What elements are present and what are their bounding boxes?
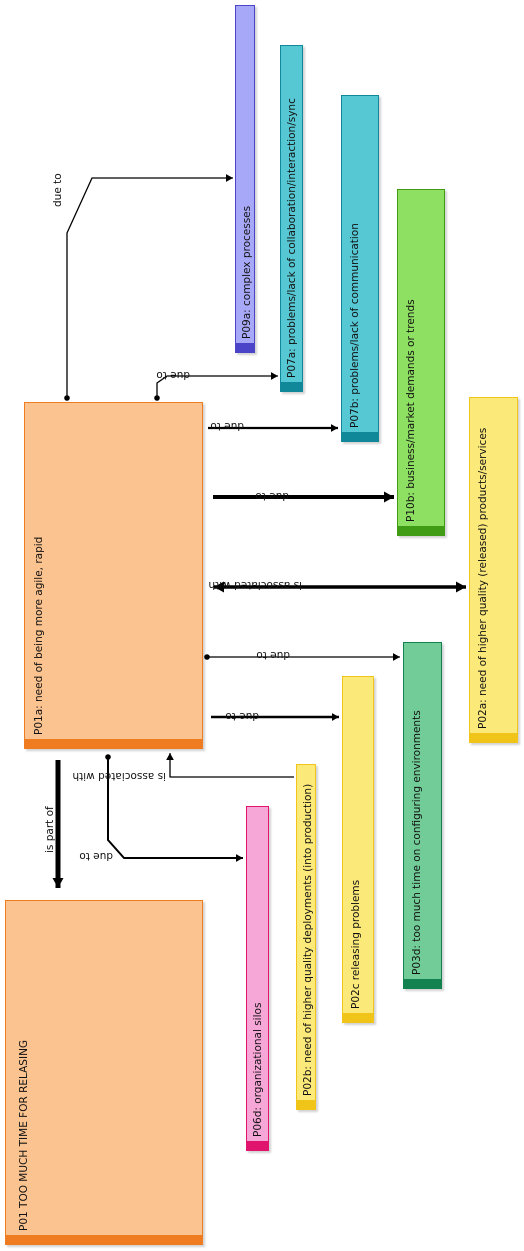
edge-p01a-p06d [107,757,243,859]
edge-p01a-p02a-start-arrowhead [214,581,224,593]
node-p03d-accent-bar [404,979,441,988]
node-p06d-label: P06d: organizational silos [252,1002,264,1137]
node-p02b-accent-bar [297,1100,315,1109]
edge-label-p07a: due to [156,369,190,381]
edge-label-p07b: due to [210,420,244,432]
node-p01a: P01a: need of being more agile, rapid [24,402,203,749]
node-p01-label: P01 TOO MUCH TIME FOR RELASING [18,1039,30,1231]
edge-p01a-p10b-arrowhead [384,491,394,503]
edge-p01a-p06d-origin-dot [105,754,111,760]
node-p02c-accent-bar [343,1013,373,1022]
node-p02a-accent-bar [470,733,517,742]
edge-label-p01: is part of [44,806,56,853]
node-p02b: P02b: need of higher quality deployments… [296,764,316,1110]
edge-p01a-p09a [66,177,233,398]
node-p01a-label: P01a: need of being more agile, rapid [33,536,45,735]
edge-p02b-p01a-arrowhead [166,753,174,760]
edge-p01a-p03d-arrowhead [393,653,400,661]
edge-p01a-p03d-origin-dot [204,654,210,660]
edge-label-p02c: due to [225,710,259,722]
node-p06d-accent-bar [247,1141,268,1150]
edge-label-p02b: is associated with [72,770,166,782]
edge-p01a-p02c-arrowhead [332,713,339,721]
node-p07a-label: P07a: problems/lack of collaboration/int… [286,98,298,378]
edge-p01a-p02a-arrowhead [456,581,466,593]
node-p01: P01 TOO MUCH TIME FOR RELASING [5,900,203,1245]
node-p09a-label: P09a: complex processes [241,205,253,339]
edge-label-p10b: due to [255,490,289,502]
node-p02c: P02c releasing problems [342,676,374,1023]
node-p10b: P10b: business/market demands or trends [397,189,445,536]
edge-p01a-p09a-origin-dot [64,395,70,401]
node-p03d: P03d: too much time on configuring envir… [403,642,442,989]
node-p02b-label: P02b: need of higher quality deployments… [302,783,314,1096]
node-p10b-label: P10b: business/market demands or trends [405,299,417,522]
edge-p01a-p07a [156,375,278,398]
edge-p01a-p07a-arrowhead [271,372,278,380]
node-p06d: P06d: organizational silos [246,806,269,1151]
node-p10b-accent-bar [398,526,444,535]
node-p07b-accent-bar [342,432,378,441]
node-p07b-label: P07b: problems/lack of communication [349,223,361,428]
edge-p01a-p07b-arrowhead [331,424,338,432]
edge-label-p09a: due to [52,173,64,207]
edge-p01a-p07a-origin-dot [154,395,160,401]
edge-label-p03d: due to [256,649,290,661]
edge-p01a-p09a-arrowhead [226,174,233,182]
edge-label-p06d: due to [79,850,113,862]
node-p07a: P07a: problems/lack of collaboration/int… [280,45,303,392]
node-p07b: P07b: problems/lack of communication [341,95,379,442]
node-p02c-label: P02c releasing problems [350,879,362,1009]
edge-p02b-p01a [169,753,294,778]
node-p09a-accent-bar [236,343,254,352]
node-p03d-label: P03d: too much time on configuring envir… [411,710,423,975]
node-p09a: P09a: complex processes [235,5,255,353]
edge-p01a-p06d-arrowhead [236,854,243,862]
node-p01a-accent-bar [25,739,202,748]
edge-label-p02a: is associated with [208,579,302,591]
node-p02a-label: P02a: need of higher quality (released) … [477,427,489,729]
node-p07a-accent-bar [281,382,302,391]
edge-p01a-p01-arrowhead [52,878,64,888]
node-p01-accent-bar [6,1235,202,1244]
node-p02a: P02a: need of higher quality (released) … [469,397,518,743]
